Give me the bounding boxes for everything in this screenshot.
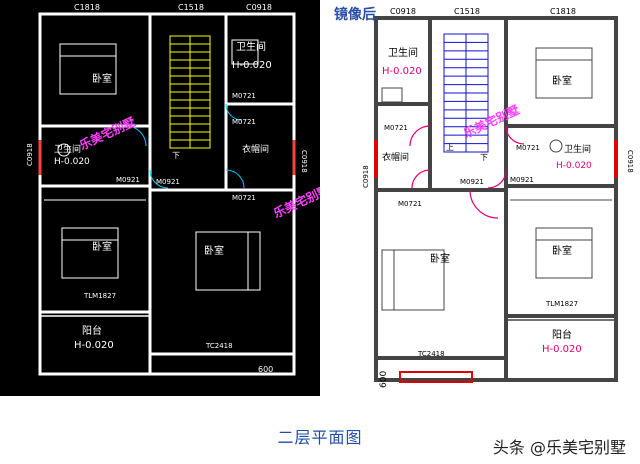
right-stair-steps [444, 41, 488, 145]
left-room-bedroom-big: 卧室 [204, 244, 224, 257]
left-win-top-1: C1818 [74, 3, 100, 12]
right-furniture [381, 47, 612, 311]
left-outer-wall [38, 12, 296, 376]
left-toilet [57, 143, 71, 157]
left-bath-mid-level: H-0.020 [54, 157, 90, 167]
left-stair [169, 35, 211, 149]
left-dim-bottom: 600 [258, 365, 273, 374]
right-win-top-1: C0918 [390, 7, 416, 16]
right-room-bedroom-top: 卧室 [552, 74, 572, 87]
left-tub [231, 39, 259, 65]
right-door-label-2: M0921 [460, 178, 484, 186]
right-bed-top-head [535, 47, 593, 61]
left-win-top-2: C1518 [178, 3, 204, 12]
mirror-title: 镜像后 [334, 7, 376, 23]
left-room-bath-top: 卫生间 [236, 40, 266, 53]
left-side-window-right: C0918 [300, 150, 308, 173]
right-stair-down: 下 [480, 153, 488, 162]
right-plan-drawing: C0918 C1518 C1818 卫生间 H-0.020 卧室 衣帽间 卫生间… [362, 7, 634, 388]
right-room-bath-top: 卫生间 [388, 46, 418, 59]
left-stair-down: 下 [172, 151, 180, 160]
right-room-balcony: 阳台 [552, 328, 572, 341]
right-door-label-1: M0721 [384, 124, 408, 132]
right-floor-plan: C0918 C1518 C1818 卫生间 H-0.020 卧室 衣帽间 卫生间… [320, 0, 640, 396]
left-watermark-1: 乐美宅别墅 [77, 114, 138, 153]
right-balcony-rail [505, 319, 617, 381]
left-bed-mid-head [61, 227, 119, 241]
left-door-arc-4 [225, 103, 243, 121]
source-credit: 头条 @乐美宅别墅 [492, 438, 626, 457]
right-outer-wall [374, 16, 618, 382]
right-win-top-2: C1518 [454, 7, 480, 16]
right-side-window-left: C0918 [362, 165, 370, 188]
left-bed-top [59, 43, 117, 95]
left-window-tc: TC2418 [205, 342, 233, 350]
left-room-bath-mid: 卫生间 [54, 143, 81, 155]
left-win-top-3: C0918 [246, 3, 272, 12]
right-stair-up: 上 [446, 143, 454, 152]
right-door-label-5: M0721 [398, 200, 422, 208]
left-bath-top-level: H-0.020 [232, 60, 272, 71]
left-bed-big-head [247, 231, 261, 291]
right-sink [381, 87, 403, 103]
right-room-bedroom-mid: 卧室 [552, 244, 572, 257]
left-bed-big [195, 231, 261, 291]
left-room-closet: 衣帽间 [242, 143, 269, 155]
right-watermark: 乐美宅别墅 [461, 102, 522, 141]
left-door-arc-1 [125, 125, 147, 147]
right-bed-big-head [381, 249, 395, 311]
right-dim-bottom: 600 [379, 371, 389, 388]
left-doors [125, 103, 245, 189]
left-balcony-level: H-0.020 [74, 340, 114, 351]
right-window-tlm: TLM1827 [545, 300, 578, 308]
figure-caption: 二层平面图 [277, 428, 363, 447]
left-furniture [44, 39, 261, 291]
right-bed-top [535, 47, 593, 99]
left-door-label-1: M0721 [232, 118, 256, 126]
left-door-label-2: M0921 [156, 178, 180, 186]
right-stair [443, 33, 489, 153]
right-door-label-3: M0921 [510, 176, 534, 184]
left-window-tlm: TLM1827 [83, 292, 116, 300]
left-plan-drawing: C1818 C1518 C0918 卧室 卫生间 H-0.020 卫生间 H-0… [26, 3, 320, 376]
right-bottom-window-mark [399, 371, 473, 383]
left-door-label-4: M0721 [232, 92, 256, 100]
right-bath-top-level: H-0.020 [382, 66, 422, 77]
right-doors [409, 125, 525, 219]
left-floor-plan: C1818 C1518 C0918 卧室 卫生间 H-0.020 卫生间 H-0… [0, 0, 320, 396]
right-door-arc-2 [487, 169, 507, 189]
left-bed-mid [61, 227, 119, 279]
left-bed-top-head [59, 43, 117, 57]
right-door-arc-3 [411, 169, 431, 189]
right-side-window-right: C0918 [626, 150, 634, 173]
right-room-closet: 衣帽间 [382, 151, 409, 163]
right-win-top-3: C1818 [550, 7, 576, 16]
right-bed-mid-head [535, 227, 593, 241]
right-balcony-level: H-0.020 [542, 344, 582, 355]
left-door-arc-2 [149, 169, 169, 189]
left-room-bedroom-mid: 卧室 [92, 240, 112, 253]
right-door-arc-4 [505, 125, 525, 145]
left-stair-steps [170, 43, 210, 141]
left-side-window-left: C0918 [26, 143, 34, 166]
right-room-bedroom-big: 卧室 [430, 252, 450, 265]
left-door-arc-3 [225, 169, 245, 189]
left-door-label-3: M0921 [116, 176, 140, 184]
right-door-label-4: M0721 [516, 144, 540, 152]
left-door-label-5: M0721 [232, 194, 256, 202]
left-room-balcony: 阳台 [82, 324, 102, 337]
right-room-bath-mid: 卫生间 [564, 143, 591, 155]
right-bath-mid-level: H-0.020 [556, 161, 592, 171]
right-door-arc-5 [469, 189, 499, 219]
right-door-arc-1 [409, 125, 431, 147]
right-window-tc: TC2418 [417, 350, 445, 358]
left-balcony-rail [39, 315, 151, 375]
left-room-bedroom-top: 卧室 [92, 72, 112, 85]
right-toilet [549, 139, 563, 153]
